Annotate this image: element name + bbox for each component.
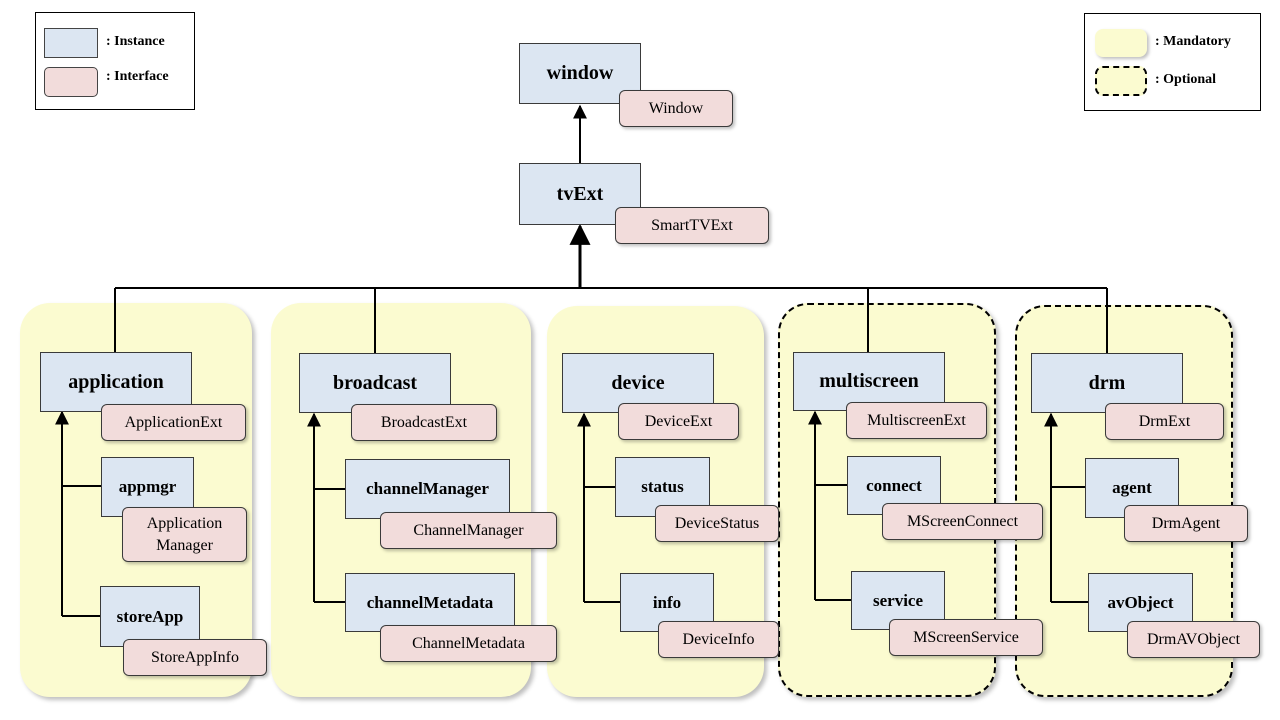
interface-channelmanager: ChannelManager xyxy=(380,512,557,549)
instance-application: application xyxy=(40,352,192,412)
interface-info: DeviceInfo xyxy=(658,621,779,658)
interface-service: MScreenService xyxy=(889,619,1043,656)
instance-multiscreen: multiscreen xyxy=(793,352,945,411)
legend-instance-label: : Instance xyxy=(106,34,165,49)
legend-optional-label: : Optional xyxy=(1155,72,1217,87)
legend-instance-swatch xyxy=(44,28,98,58)
legend-requirement: : Mandatory : Optional xyxy=(1084,13,1261,111)
instance-storeapp: storeApp xyxy=(100,586,200,647)
interface-device: DeviceExt xyxy=(618,403,739,440)
interface-window: Window xyxy=(619,90,733,127)
legend-optional-swatch xyxy=(1095,66,1147,96)
interface-agent: DrmAgent xyxy=(1124,505,1248,542)
instance-connect: connect xyxy=(847,456,941,515)
interface-channelmetadata: ChannelMetadata xyxy=(380,625,557,662)
interface-appmgr-line2: Manager xyxy=(156,536,213,554)
interface-appmgr-line1: Application xyxy=(146,514,223,532)
legend-interface-label: : Interface xyxy=(106,69,169,84)
interface-appmgr: Application Manager xyxy=(122,507,247,562)
interface-connect: MScreenConnect xyxy=(882,503,1043,540)
instance-broadcast: broadcast xyxy=(299,353,451,413)
legend-interface-swatch xyxy=(44,67,98,97)
interface-storeapp: StoreAppInfo xyxy=(123,639,267,676)
interface-tvext: SmartTVExt xyxy=(615,207,769,244)
interface-broadcast: BroadcastExt xyxy=(351,404,497,441)
legend-mandatory-swatch xyxy=(1095,29,1147,57)
legend-type: : Instance : Interface xyxy=(35,12,195,110)
interface-multiscreen: MultiscreenExt xyxy=(846,402,987,439)
legend-mandatory-label: : Mandatory xyxy=(1155,34,1231,49)
interface-drm: DrmExt xyxy=(1105,403,1224,440)
interface-application: ApplicationExt xyxy=(101,404,246,441)
interface-status: DeviceStatus xyxy=(655,505,779,542)
interface-avobject: DrmAVObject xyxy=(1127,621,1260,658)
instance-channelmanager: channelManager xyxy=(345,459,510,519)
instance-channelmetadata: channelMetadata xyxy=(345,573,515,632)
